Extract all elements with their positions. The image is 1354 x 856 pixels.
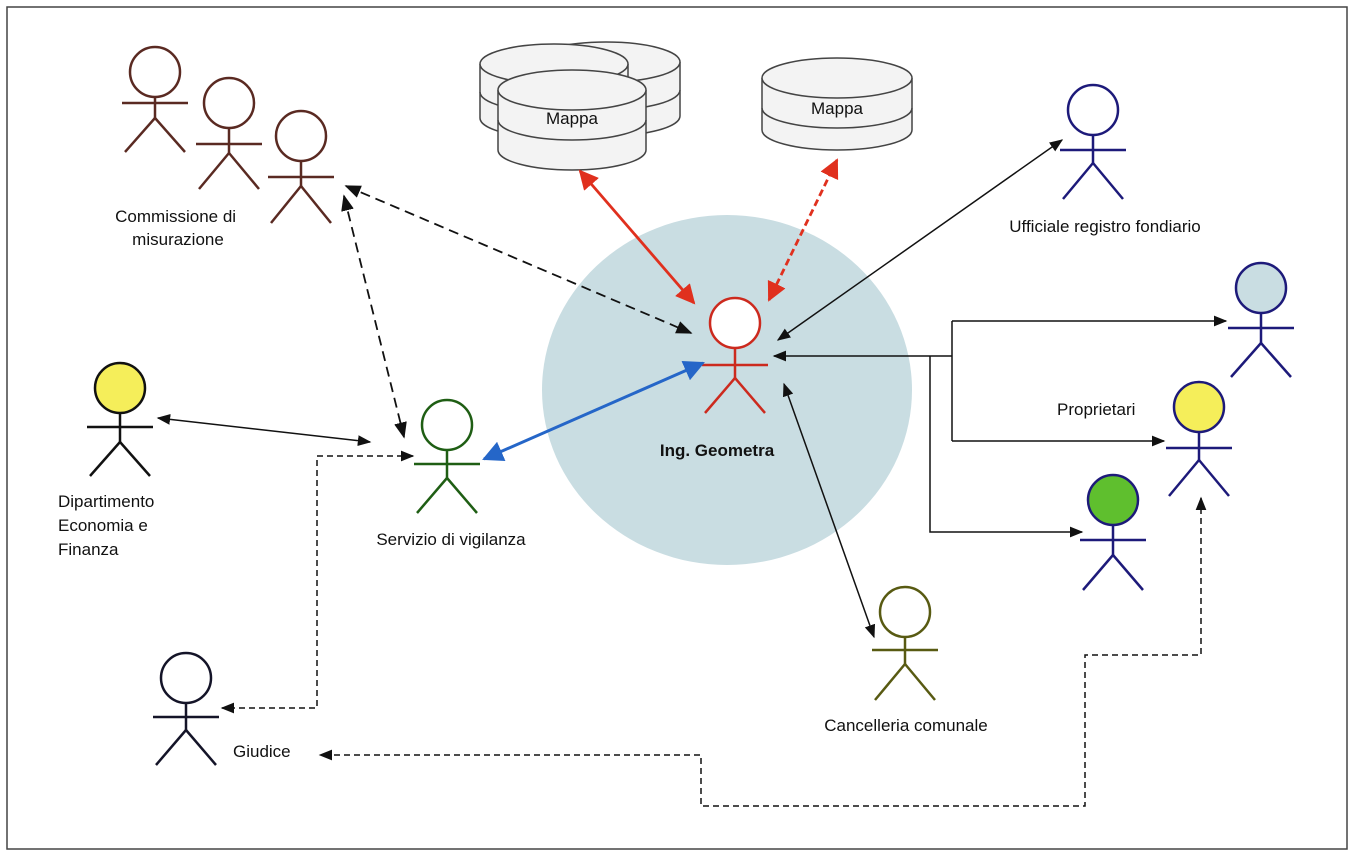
dipartimento-label: Dipartimento Economia e Finanza bbox=[58, 492, 159, 559]
connector-dipartimento-vigilanza bbox=[156, 414, 372, 446]
giudice-actor-icon bbox=[153, 651, 219, 766]
vigilanza-label: Servizio di vigilanza bbox=[376, 530, 526, 549]
connector-vigilanza-giudice bbox=[220, 450, 415, 714]
database-cylinder-icon bbox=[497, 69, 647, 171]
database-label-left: Mappa bbox=[546, 109, 599, 128]
proprietario-actor-icon bbox=[1166, 380, 1232, 497]
commissione-label: Commissione di misurazione bbox=[115, 207, 241, 249]
proprietario-actor-icon bbox=[1228, 261, 1294, 378]
connector-vigilanza-geometra bbox=[482, 360, 705, 462]
connector-commissione-vigilanza bbox=[341, 194, 407, 439]
ufficiale-actor-icon bbox=[1060, 83, 1126, 200]
connector-ufficiale-geometra bbox=[776, 139, 1064, 341]
cancelleria-label: Cancelleria comunale bbox=[824, 716, 987, 735]
database-stack-icon bbox=[479, 41, 681, 171]
connector-commissione-geometra bbox=[344, 185, 693, 334]
connector-proprietari-giudice bbox=[318, 496, 1207, 807]
database-cylinder-icon bbox=[761, 57, 913, 151]
ufficiale-label: Ufficiale registro fondiario bbox=[1009, 217, 1201, 236]
dipartimento-label-line-1: Dipartimento bbox=[58, 492, 154, 511]
dipartimento-actor-icon bbox=[87, 361, 153, 477]
database-label-right: Mappa bbox=[811, 99, 864, 118]
geometra-actor-icon bbox=[702, 296, 768, 414]
commissione-actors bbox=[122, 45, 334, 224]
commissione-label-line-1: Commissione di bbox=[115, 207, 236, 226]
stick-figure-icon bbox=[268, 109, 334, 224]
dipartimento-label-line-2: Economia e bbox=[58, 516, 148, 535]
dipartimento-label-line-3: Finanza bbox=[58, 540, 119, 559]
proprietari-label: Proprietari bbox=[1057, 400, 1135, 419]
geometra-label: Ing. Geometra bbox=[660, 441, 775, 460]
giudice-label: Giudice bbox=[233, 742, 291, 761]
center-circle bbox=[542, 215, 912, 565]
stick-figure-icon bbox=[122, 45, 188, 153]
commissione-label-line-2: misurazione bbox=[132, 230, 224, 249]
stick-figure-icon bbox=[196, 76, 262, 190]
